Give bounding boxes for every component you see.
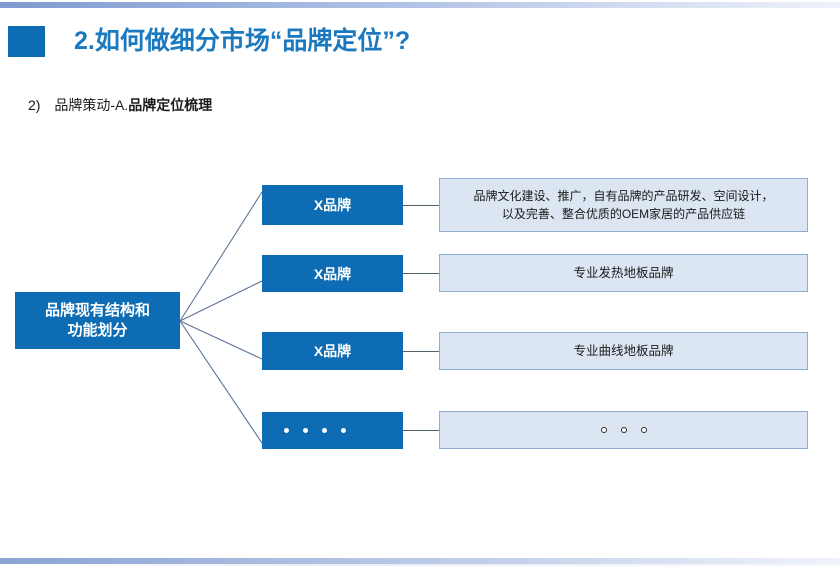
bottom-decorative-band xyxy=(0,558,840,564)
brand-box-1[interactable]: X品牌 xyxy=(262,185,403,225)
title-accent-square xyxy=(8,26,45,57)
subtitle-regular-text: 品牌策动-A. xyxy=(54,97,129,113)
top-decorative-band xyxy=(0,2,840,8)
placeholder-dot-icon xyxy=(640,427,647,433)
description-box-4-dot-group xyxy=(600,427,647,433)
description-box-3: 专业曲线地板品牌 xyxy=(439,332,808,370)
description-box-2: 专业发热地板品牌 xyxy=(439,254,808,292)
placeholder-dot-icon xyxy=(600,427,607,433)
description-1-line-2: 以及完善、整合优质的OEM家居的产品供应链 xyxy=(501,207,746,221)
placeholder-dot-icon xyxy=(620,427,627,433)
placeholder-dot-icon xyxy=(341,428,346,433)
brand-box-3[interactable]: X品牌 xyxy=(262,332,403,370)
root-node-brand-structure[interactable]: 品牌现有结构和 功能划分 xyxy=(15,292,180,349)
section-subtitle: 2) 品牌策动-A.品牌定位梳理 xyxy=(28,95,212,115)
subtitle-bold-text: 品牌定位梳理 xyxy=(128,97,213,113)
placeholder-dot-icon xyxy=(284,428,289,433)
connector-line-2 xyxy=(403,273,439,274)
placeholder-dot-icon xyxy=(303,428,308,433)
connector-line-4 xyxy=(403,430,439,431)
connector-line-1 xyxy=(403,205,439,206)
connector-line-3 xyxy=(403,351,439,352)
brand-box-4-dot-group xyxy=(262,428,403,433)
description-1-line-1: 品牌文化建设、推广，自有品牌的产品研发、空间设计， xyxy=(473,189,774,203)
description-box-4-placeholder xyxy=(439,411,808,449)
bottom-decorative-band-thin xyxy=(0,564,840,566)
page-title: 2.如何做细分市场“品牌定位”? xyxy=(74,27,411,55)
root-node-line-2: 功能划分 xyxy=(67,321,128,339)
root-node-line-1: 品牌现有结构和 xyxy=(44,301,150,319)
subtitle-number: 2) xyxy=(28,97,41,113)
brand-box-4-placeholder[interactable] xyxy=(262,412,403,449)
placeholder-dot-icon xyxy=(322,428,327,433)
brand-box-2[interactable]: X品牌 xyxy=(262,255,403,292)
description-box-1: 品牌文化建设、推广，自有品牌的产品研发、空间设计， 以及完善、整合优质的OEM家… xyxy=(439,178,808,232)
